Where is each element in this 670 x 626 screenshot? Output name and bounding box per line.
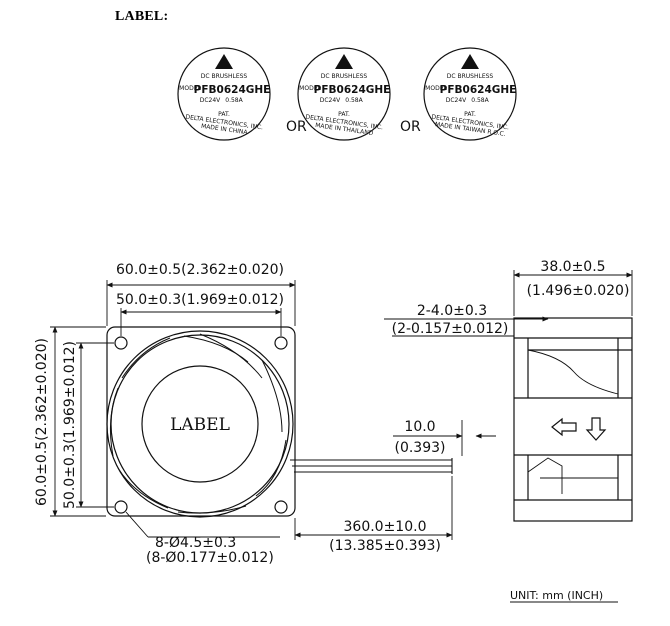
dim-strip-mm: 10.0 — [404, 419, 435, 435]
mounting-hole — [114, 500, 128, 514]
label-model: PFB0624GHE — [194, 84, 271, 96]
hub-label: LABEL — [170, 415, 230, 435]
label-current: 0.58A — [471, 97, 489, 104]
label-line1: DC BRUSHLESS — [201, 73, 248, 80]
fan-blades — [109, 333, 287, 514]
dim-lead-length-in: (13.385±0.393) — [329, 538, 441, 554]
delta-logo-icon — [215, 54, 233, 69]
label-model-prefix: MODEL — [299, 85, 321, 92]
section-title: LABEL: — [115, 9, 169, 24]
dim-rib-in: (2-0.157±0.012) — [392, 321, 509, 337]
label-voltage: DC24V — [320, 97, 341, 104]
delta-logo-icon — [335, 54, 353, 69]
label-sticker-1: DC BRUSHLESS MODEL PFB0624GHE DC24V 0.58… — [177, 47, 271, 141]
label-model-prefix: MODEL — [425, 85, 447, 92]
mounting-hole — [274, 336, 288, 350]
dim-outer-height: 60.0±0.5(2.362±0.020) — [34, 338, 50, 506]
dim-hole-dia-mm: 8-Ø4.5±0.3 — [155, 535, 236, 551]
dim-rib-mm: 2-4.0±0.3 — [417, 303, 487, 319]
label-model: PFB0624GHE — [314, 84, 391, 96]
fan-side-view — [513, 317, 633, 522]
or-text-2: OR — [400, 119, 421, 135]
airflow-direction-icon — [551, 417, 577, 437]
unit-note: UNIT: mm (INCH) — [510, 589, 603, 602]
fan-front-view — [106, 326, 296, 518]
label-model-prefix: MODEL — [179, 85, 201, 92]
delta-logo-icon — [461, 54, 479, 69]
fan-opening — [106, 330, 294, 518]
dim-outer-width: 60.0±0.5(2.362±0.020) — [116, 262, 284, 278]
label-line1: DC BRUSHLESS — [447, 73, 494, 80]
fan-hub — [141, 365, 259, 483]
label-sticker-2: DC BRUSHLESS MODEL PFB0624GHE DC24V 0.58… — [297, 47, 391, 141]
dim-lead-length-mm: 360.0±10.0 — [344, 519, 427, 535]
label-pat: PAT. — [464, 111, 476, 118]
label-pat: PAT. — [338, 111, 350, 118]
or-text-1: OR — [286, 119, 307, 135]
label-current: 0.58A — [225, 97, 243, 104]
label-pat: PAT. — [218, 111, 230, 118]
dim-depth-mm: 38.0±0.5 — [540, 259, 605, 275]
dim-strip-in: (0.393) — [394, 440, 445, 456]
label-current: 0.58A — [345, 97, 363, 104]
label-sticker-3: DC BRUSHLESS MODEL PFB0624GHE DC24V 0.58… — [423, 47, 517, 141]
lead-wires — [290, 458, 453, 474]
dim-depth-in: (1.496±0.020) — [527, 283, 630, 299]
label-voltage: DC24V — [446, 97, 467, 104]
rotation-direction-icon — [585, 417, 607, 441]
dim-hole-width: 50.0±0.3(1.969±0.012) — [116, 292, 284, 308]
label-line1: DC BRUSHLESS — [321, 73, 368, 80]
label-model: PFB0624GHE — [440, 84, 517, 96]
dim-hole-height: 50.0±0.3(1.969±0.012) — [62, 341, 78, 509]
label-voltage: DC24V — [200, 97, 221, 104]
mounting-hole — [114, 336, 128, 350]
mounting-hole — [274, 500, 288, 514]
dim-hole-dia-in: (8-Ø0.177±0.012) — [146, 550, 274, 566]
